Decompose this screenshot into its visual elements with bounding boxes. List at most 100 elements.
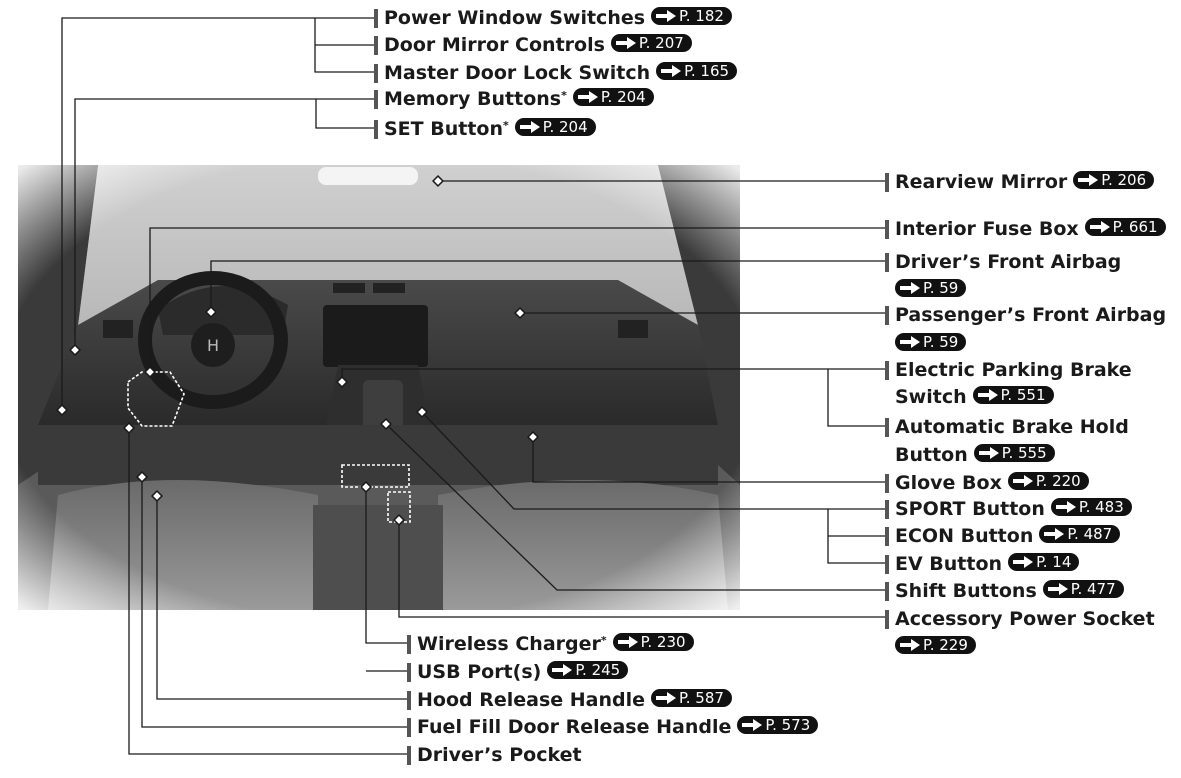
label-text: Interior Fuse Box (895, 218, 1079, 240)
label-text: Wireless Charger (417, 633, 601, 655)
page-ref-badge[interactable]: P. 220 (1007, 472, 1089, 490)
label-electric-parking-brake-switch: Electric Parking Brake (885, 359, 1132, 381)
label-interior-fuse-box: Interior Fuse Box P. 661 (885, 218, 1166, 240)
page-ref-badge[interactable]: P. 204 (572, 88, 654, 106)
label-text: Accessory Power Socket (895, 608, 1155, 630)
label-accessory-power-socket: Accessory Power Socket (885, 608, 1155, 630)
page-ref: P. 204 (542, 118, 588, 136)
label-hood-release-handle: Hood Release Handle P. 587 (407, 689, 732, 711)
label-text: Glove Box (895, 472, 1002, 494)
page-ref: P. 220 (1035, 472, 1081, 490)
page-ref-badge[interactable]: P. 487 (1039, 525, 1121, 543)
page-ref: P. 230 (640, 633, 686, 651)
page-ref-badge[interactable]: P. 14 (1008, 553, 1080, 571)
label-drivers-front-airbag-ref: P. 59 (885, 279, 967, 301)
label-text: Rearview Mirror (895, 171, 1068, 193)
label-memory-buttons: Memory Buttons* P. 204 (374, 88, 654, 110)
label-text: Passenger’s Front Airbag (895, 304, 1167, 326)
label-usb-ports: USB Port(s) P. 245 (407, 661, 629, 683)
page-ref: P. 59 (923, 333, 959, 351)
label-text-line2: Button (895, 444, 968, 466)
page-ref-badge[interactable]: P. 483 (1050, 498, 1132, 516)
right-arrow-icon (577, 90, 599, 104)
page-ref-badge[interactable]: P. 229 (895, 636, 976, 654)
page-ref-badge[interactable]: P. 59 (895, 333, 967, 351)
label-text-line2: Switch (895, 386, 967, 408)
right-arrow-icon (1012, 474, 1034, 488)
asterisk: * (561, 89, 567, 102)
page-ref: P. 165 (684, 62, 730, 80)
page-ref-badge[interactable]: P. 206 (1073, 171, 1155, 189)
right-arrow-icon (977, 388, 999, 402)
label-glove-box: Glove Box P. 220 (885, 472, 1089, 494)
right-arrow-icon (615, 36, 637, 50)
page-ref: P. 477 (1070, 580, 1116, 598)
page-ref-badge[interactable]: P. 551 (972, 386, 1054, 404)
page-ref-badge[interactable]: P. 661 (1084, 218, 1166, 236)
label-text: Hood Release Handle (417, 689, 646, 711)
label-accessory-power-socket-ref: P. 229 (885, 636, 976, 658)
right-arrow-icon (617, 635, 639, 649)
page-ref: P. 59 (923, 279, 959, 297)
page-ref: P. 551 (1000, 386, 1046, 404)
page-ref-badge[interactable]: P. 587 (651, 689, 732, 707)
label-text: EV Button (895, 553, 1003, 575)
right-arrow-icon (1055, 500, 1077, 514)
page-ref-badge[interactable]: P. 555 (973, 444, 1055, 462)
label-text: Fuel Fill Door Release Handle (417, 716, 732, 738)
label-text: Shift Buttons (895, 580, 1037, 602)
page-ref-badge[interactable]: P. 245 (547, 661, 629, 679)
page-ref-badge[interactable]: P. 477 (1042, 580, 1124, 598)
page-ref: P. 587 (679, 689, 724, 707)
right-arrow-icon (741, 718, 763, 732)
label-wireless-charger: Wireless Charger* P. 230 (407, 633, 694, 655)
label-drivers-pocket: Driver’s Pocket (407, 744, 582, 766)
label-shift-buttons: Shift Buttons P. 477 (885, 580, 1124, 602)
label-master-door-lock-switch: Master Door Lock Switch P. 165 (374, 62, 738, 84)
label-text: Memory Buttons (384, 88, 562, 110)
label-econ-button: ECON Button P. 487 (885, 525, 1121, 547)
page-ref-badge[interactable]: P. 573 (737, 716, 819, 734)
right-arrow-icon (1047, 582, 1069, 596)
label-set-button: SET Button* P. 204 (374, 118, 596, 140)
label-text: USB Port(s) (417, 661, 542, 683)
right-arrow-icon (899, 335, 921, 349)
label-passengers-front-airbag: Passenger’s Front Airbag (885, 304, 1166, 326)
page-ref-badge[interactable]: P. 182 (651, 7, 732, 25)
page-ref: P. 204 (600, 88, 646, 106)
asterisk: * (600, 634, 607, 647)
page-ref-badge[interactable]: P. 59 (895, 279, 967, 297)
right-arrow-icon (1077, 173, 1099, 187)
label-text: Door Mirror Controls (384, 34, 605, 56)
right-arrow-icon (1089, 220, 1111, 234)
page-ref-badge[interactable]: P. 207 (610, 34, 692, 52)
page-ref: P. 483 (1078, 498, 1124, 516)
label-text: Automatic Brake Hold (895, 416, 1129, 438)
label-text: ECON Button (895, 525, 1034, 547)
label-text: Master Door Lock Switch (384, 62, 651, 84)
label-passengers-front-airbag-ref: P. 59 (885, 333, 967, 355)
label-electric-parking-brake-switch-line2: Switch P. 551 (885, 386, 1054, 408)
label-drivers-front-airbag: Driver’s Front Airbag (885, 251, 1121, 273)
right-arrow-icon (660, 64, 682, 78)
page-ref-badge[interactable]: P. 165 (656, 62, 738, 80)
label-text: SPORT Button (895, 498, 1045, 520)
right-arrow-icon (655, 691, 677, 705)
page-ref-badge[interactable]: P. 230 (612, 633, 694, 651)
page-ref: P. 661 (1112, 218, 1158, 236)
page-ref: P. 207 (638, 34, 684, 52)
label-text: Driver’s Pocket (417, 744, 582, 766)
asterisk: * (503, 119, 509, 132)
page-ref: P. 182 (679, 7, 724, 25)
page-ref: P. 245 (575, 661, 621, 679)
page-ref-badge[interactable]: P. 204 (514, 118, 596, 136)
label-text: SET Button (384, 118, 503, 140)
page-ref: P. 206 (1101, 171, 1147, 189)
right-arrow-icon (1012, 555, 1034, 569)
right-arrow-icon (519, 120, 541, 134)
right-arrow-icon (1043, 527, 1065, 541)
right-arrow-icon (899, 638, 921, 652)
right-arrow-icon (978, 446, 1000, 460)
